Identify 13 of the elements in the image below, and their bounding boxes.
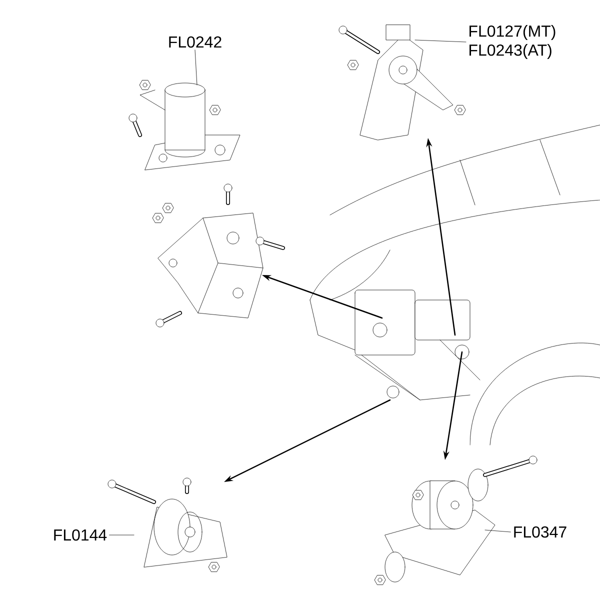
part-number: FL0127(MT) FL0243(AT) [470, 25, 556, 59]
car-front-drawing [310, 124, 600, 446]
engine-mount-drawing [108, 478, 228, 572]
leader-line [414, 40, 466, 42]
part-number: FL0144 [54, 529, 107, 541]
part-number: FL0347 [514, 526, 566, 538]
engine-mount-drawing [338, 24, 466, 140]
engine-mount-drawing [128, 80, 240, 170]
mount-bracket-drawing [152, 184, 285, 328]
leader-line [484, 530, 511, 532]
leader-line [194, 50, 198, 86]
leader-line [109, 534, 134, 536]
part-number: FL0242 [169, 36, 222, 48]
